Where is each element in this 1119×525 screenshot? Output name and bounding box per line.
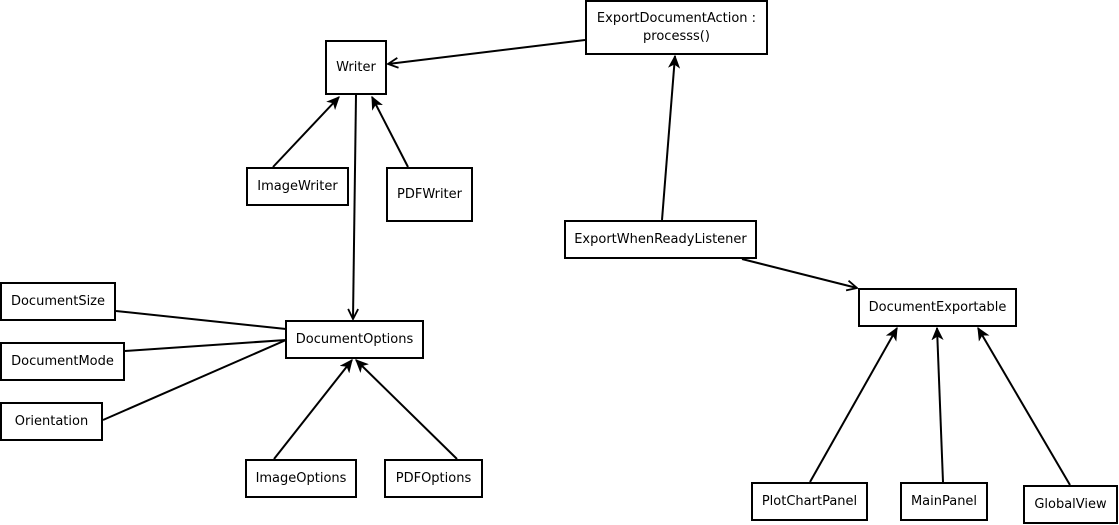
class-pdf-options-label: PDFOptions (395, 470, 472, 486)
class-plot-chart-panel[interactable]: PlotChartPanel (751, 482, 868, 521)
class-document-size-label: DocumentSize (10, 293, 106, 309)
class-orientation-label: Orientation (14, 413, 89, 429)
class-image-options-label: ImageOptions (255, 470, 347, 486)
edge-exportwhenreadylistener-exportdocumentaction (661, 56, 675, 221)
class-export-when-ready-listener-label: ExportWhenReadyListener (574, 231, 747, 247)
edge-imageoptions-documentoptions (273, 360, 353, 460)
class-writer-label: Writer (336, 59, 376, 75)
class-document-mode-label: DocumentMode (11, 353, 114, 369)
class-document-exportable[interactable]: DocumentExportable (858, 288, 1017, 327)
class-main-panel-label: MainPanel (910, 493, 978, 509)
edge-plotchartpanel-documentexportable (809, 328, 898, 483)
class-main-panel[interactable]: MainPanel (900, 482, 988, 521)
class-document-size[interactable]: DocumentSize (0, 282, 116, 321)
class-global-view-label: GlobalView (1034, 496, 1107, 512)
class-document-options[interactable]: DocumentOptions (285, 320, 424, 359)
edge-documentmode-documentoptions (124, 339, 287, 352)
class-document-mode[interactable]: DocumentMode (0, 342, 125, 381)
class-orientation[interactable]: Orientation (0, 402, 103, 441)
class-document-exportable-label: DocumentExportable (868, 299, 1007, 315)
edge-imagewriter-writer (272, 97, 339, 168)
edge-pdfwriter-writer (371, 97, 409, 168)
edge-pdfoptions-documentoptions (356, 360, 458, 460)
class-image-options[interactable]: ImageOptions (245, 459, 357, 498)
class-document-options-label: DocumentOptions (295, 331, 414, 347)
edge-mainpanel-documentexportable (937, 328, 944, 483)
edge-exportwhenreadylistener-documentexportable (741, 258, 857, 288)
class-export-document-action[interactable]: ExportDocumentAction : processs() (585, 0, 768, 55)
class-pdf-writer-label: PDFWriter (397, 186, 462, 202)
class-global-view[interactable]: GlobalView (1023, 485, 1118, 524)
edge-orientation-documentoptions (102, 339, 287, 421)
class-image-writer-label: ImageWriter (257, 178, 338, 194)
class-plot-chart-panel-label: PlotChartPanel (761, 493, 858, 509)
class-export-document-action-label: ExportDocumentAction : processs() (596, 10, 757, 44)
class-pdf-writer[interactable]: PDFWriter (386, 167, 473, 222)
edge-documentsize-documentoptions (115, 310, 287, 330)
edge-exportdocumentaction-writer (388, 39, 586, 64)
edge-writer-documentoptions (353, 94, 356, 319)
class-export-when-ready-listener[interactable]: ExportWhenReadyListener (564, 220, 757, 259)
edge-globalview-documentexportable (977, 328, 1071, 486)
class-image-writer[interactable]: ImageWriter (246, 167, 349, 206)
class-pdf-options[interactable]: PDFOptions (384, 459, 483, 498)
class-writer[interactable]: Writer (325, 40, 387, 95)
